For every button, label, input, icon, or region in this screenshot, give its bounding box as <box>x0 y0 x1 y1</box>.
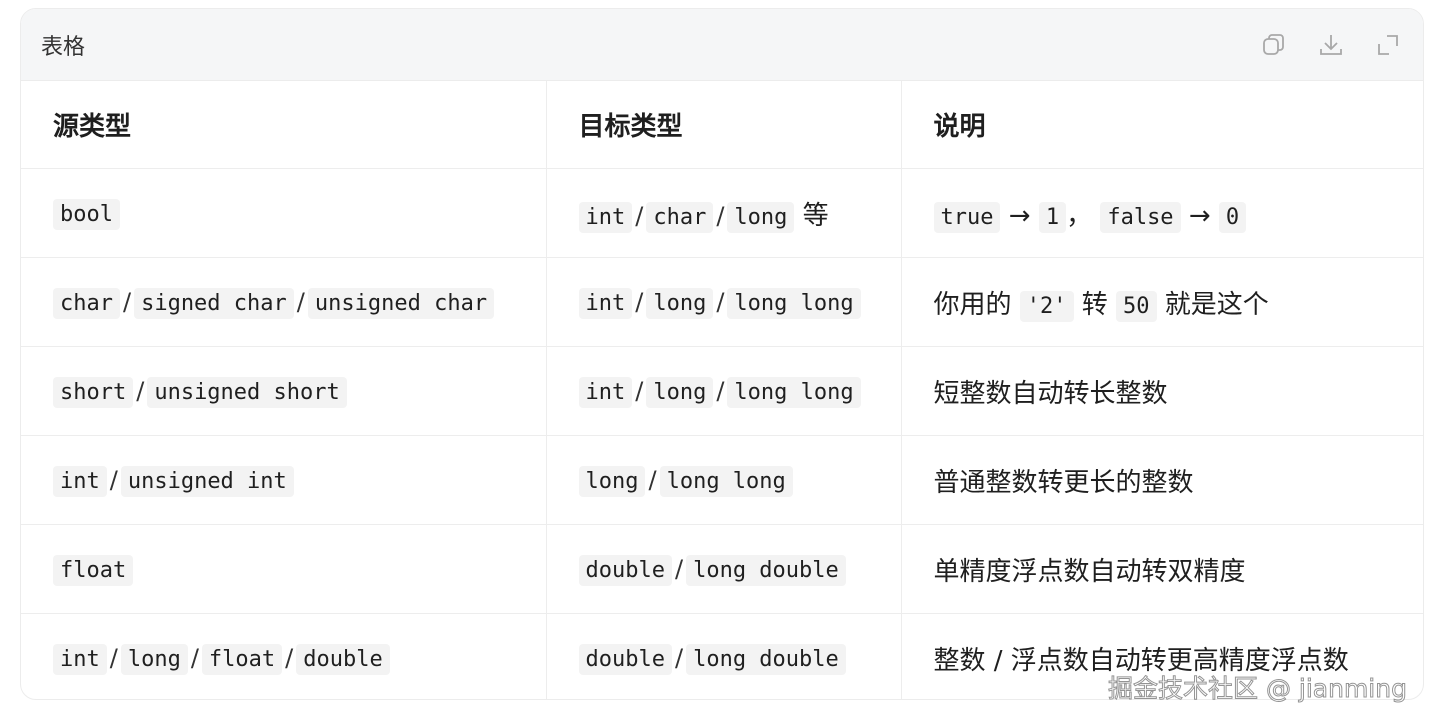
inline-code: bool <box>53 199 120 230</box>
inline-code: 0 <box>1218 201 1247 233</box>
separator: / <box>674 644 684 672</box>
table-cell: 短整数自动转长整数 <box>901 346 1423 436</box>
inline-code: char <box>646 201 714 233</box>
separator: / <box>285 644 294 672</box>
inline-code: long long <box>659 466 793 497</box>
table-cell: double/long double <box>546 613 902 699</box>
inline-code: unsigned short <box>147 377 347 408</box>
cell-text: 你用的 <box>933 289 1020 320</box>
table-cell: bool <box>21 168 547 258</box>
table-row: float double/long double 单精度浮点数自动转双精度 <box>21 524 1423 614</box>
separator: / <box>635 288 644 316</box>
cell-text: 单精度浮点数自动转双精度 <box>933 556 1246 587</box>
cell-text: 就是这个 <box>1156 289 1269 320</box>
separator: / <box>109 466 118 494</box>
table-cell: int/long/long long <box>546 257 902 347</box>
table-cell: true → 1， false → 0 <box>901 168 1423 258</box>
inline-code: '2' <box>1019 290 1074 322</box>
inline-code: long <box>120 644 188 675</box>
separator: / <box>716 377 725 405</box>
inline-code: double <box>578 555 672 586</box>
separator: / <box>190 644 199 672</box>
inline-code: true <box>933 201 1001 233</box>
table-cell: short/unsigned short <box>21 346 547 436</box>
table-cell: int/long/float/double <box>21 613 547 699</box>
cell-text: 转 <box>1073 289 1117 320</box>
table-cell: 普通整数转更长的整数 <box>901 435 1423 525</box>
separator: / <box>674 555 684 583</box>
table-cell: long/long long <box>546 435 902 525</box>
table-cell: char/signed char/unsigned char <box>21 257 547 347</box>
inline-code: int <box>578 288 633 319</box>
inline-code: 1 <box>1038 201 1067 233</box>
inline-code: long long <box>727 377 861 408</box>
table-header-row: 源类型 目标类型 说明 <box>21 81 1423 169</box>
inline-code: unsigned int <box>120 466 294 497</box>
separator: / <box>716 201 725 230</box>
cell-text: 等 <box>794 200 829 231</box>
table-cell: 单精度浮点数自动转双精度 <box>901 524 1423 614</box>
inline-code: double <box>578 644 672 675</box>
table-cell: 你用的 '2' 转 50 就是这个 <box>901 257 1423 347</box>
column-header: 说明 <box>901 81 1423 169</box>
column-header: 源类型 <box>21 81 547 169</box>
cell-text: → <box>1180 200 1219 231</box>
inline-code: long double <box>686 555 846 586</box>
cell-text: 整数 / 浮点数自动转更高精度浮点数 <box>933 645 1349 676</box>
separator: / <box>648 466 657 494</box>
inline-code: long <box>646 288 714 319</box>
inline-code: signed char <box>134 288 294 319</box>
cell-text: → <box>1000 200 1039 231</box>
inline-code: long <box>578 466 646 497</box>
inline-code: 50 <box>1116 290 1157 322</box>
inline-code: int <box>53 644 107 675</box>
table-cell: int/unsigned int <box>21 435 547 525</box>
inline-code: int <box>53 466 107 497</box>
inline-code: false <box>1100 201 1181 233</box>
table-cell: double/long double <box>546 524 902 614</box>
inline-code: double <box>296 644 390 675</box>
table-cell: int/char/long 等 <box>546 168 902 258</box>
expand-icon[interactable] <box>1373 30 1403 60</box>
inline-code: long <box>727 201 795 233</box>
inline-code: long long <box>727 288 861 319</box>
table-cell: float <box>21 524 547 614</box>
inline-code: int <box>578 201 633 233</box>
separator: / <box>716 288 725 316</box>
cell-text: 短整数自动转长整数 <box>933 378 1168 409</box>
inline-code: float <box>53 555 134 586</box>
table-cell: int/long/long long <box>546 346 902 436</box>
separator: / <box>122 288 132 316</box>
copy-icon[interactable] <box>1259 30 1289 60</box>
separator: / <box>109 644 118 672</box>
separator: / <box>635 201 644 230</box>
card-header: 表格 <box>21 9 1423 81</box>
column-header: 目标类型 <box>546 81 902 169</box>
table-cell: 整数 / 浮点数自动转更高精度浮点数 <box>901 614 1423 700</box>
cell-text: 普通整数转更长的整数 <box>933 467 1194 498</box>
separator: / <box>635 377 644 405</box>
download-icon[interactable] <box>1316 30 1346 60</box>
cell-text: ， <box>1066 200 1101 231</box>
inline-code: short <box>53 377 134 408</box>
inline-code: unsigned char <box>307 288 495 319</box>
inline-code: long double <box>686 644 846 675</box>
card-title: 表格 <box>41 34 86 60</box>
inline-code: long <box>646 377 714 408</box>
inline-code: float <box>201 644 283 675</box>
separator: / <box>136 377 145 405</box>
inline-code: int <box>578 377 633 408</box>
inline-code: char <box>53 288 120 319</box>
separator: / <box>296 288 305 316</box>
